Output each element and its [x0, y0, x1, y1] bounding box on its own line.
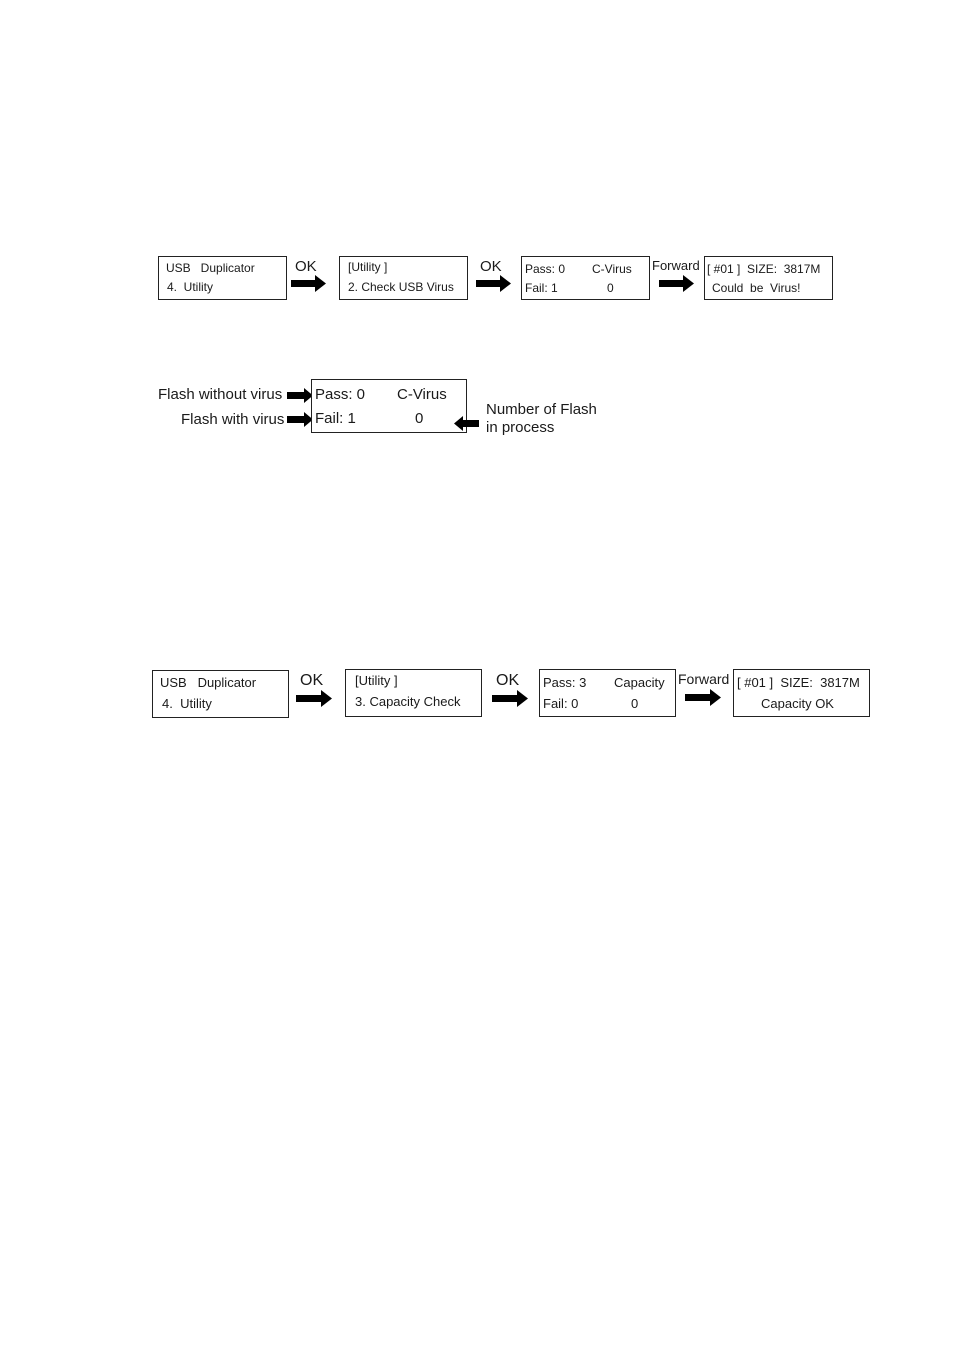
lcd-line-1: [Utility ]	[355, 673, 398, 688]
lcd-line-2: 3. Capacity Check	[355, 694, 461, 709]
right-arrow-icon	[287, 388, 314, 403]
right-arrow-icon	[287, 412, 314, 427]
forward-step-label: Forward	[678, 671, 730, 687]
number-of-flash-callout-line-1: Number of Flash	[486, 401, 597, 418]
ok-step-label: OK	[496, 672, 520, 689]
mode-label: Capacity	[614, 675, 665, 690]
right-arrow-icon	[476, 275, 512, 292]
lcd-line-2: Could be Virus!	[712, 281, 801, 295]
lcd-screen-utility-menu: [Utility ] 3. Capacity Check	[345, 669, 482, 717]
lcd-line-2: Capacity OK	[761, 696, 834, 711]
right-arrow-icon	[492, 690, 529, 707]
lcd-screen-scan-result: Pass: 3 Capacity Fail: 0 0	[539, 669, 676, 717]
lcd-screen-main-menu: USB Duplicator 4. Utility	[152, 670, 289, 718]
mode-label: C-Virus	[592, 262, 632, 276]
ok-step-label: OK	[295, 258, 317, 275]
right-arrow-icon	[685, 689, 722, 706]
in-process-count: 0	[631, 696, 639, 711]
lcd-screen-result-example: Pass: 0 C-Virus Fail: 1 0	[311, 379, 467, 433]
right-arrow-icon	[296, 690, 333, 707]
pass-count: Pass: 3	[543, 675, 587, 690]
lcd-line-2: 4. Utility	[167, 280, 214, 294]
forward-step-label: Forward	[652, 258, 700, 273]
pass-count: Pass: 0	[525, 262, 566, 276]
lcd-screen-main-menu: USB Duplicator 4. Utility	[158, 256, 287, 300]
lcd-screen-capacity-detail: [ #01 ] SIZE: 3817M Capacity OK	[733, 669, 870, 717]
fail-count: Fail: 1	[315, 410, 356, 427]
lcd-line-1: [ #01 ] SIZE: 3817M	[737, 675, 860, 690]
number-of-flash-callout-line-2: in process	[486, 419, 555, 436]
lcd-line-1: USB Duplicator	[166, 261, 255, 275]
in-process-count: 0	[415, 410, 424, 427]
fail-count: Fail: 0	[543, 696, 579, 711]
right-arrow-icon	[659, 275, 695, 292]
lcd-line-1: [ #01 ] SIZE: 3817M	[707, 262, 821, 276]
flash-without-virus-callout: Flash without virus	[158, 386, 283, 403]
ok-step-label: OK	[480, 258, 502, 275]
lcd-screen-scan-result: Pass: 0 C-Virus Fail: 1 0	[521, 256, 650, 300]
lcd-line-2: 2. Check USB Virus	[348, 280, 454, 294]
lcd-line-1: USB Duplicator	[160, 675, 257, 690]
in-process-count: 0	[607, 281, 614, 295]
flash-with-virus-callout: Flash with virus	[181, 411, 285, 428]
lcd-screen-virus-detail: [ #01 ] SIZE: 3817M Could be Virus!	[704, 256, 833, 300]
mode-label: C-Virus	[397, 386, 447, 403]
lcd-line-1: [Utility ]	[348, 260, 388, 274]
lcd-screen-utility-menu: [Utility ] 2. Check USB Virus	[339, 256, 468, 300]
pass-count: Pass: 0	[315, 386, 366, 403]
right-arrow-icon	[291, 275, 327, 292]
lcd-line-2: 4. Utility	[162, 696, 212, 711]
ok-step-label: OK	[300, 672, 324, 689]
fail-count: Fail: 1	[525, 281, 558, 295]
left-arrow-icon	[454, 416, 479, 431]
